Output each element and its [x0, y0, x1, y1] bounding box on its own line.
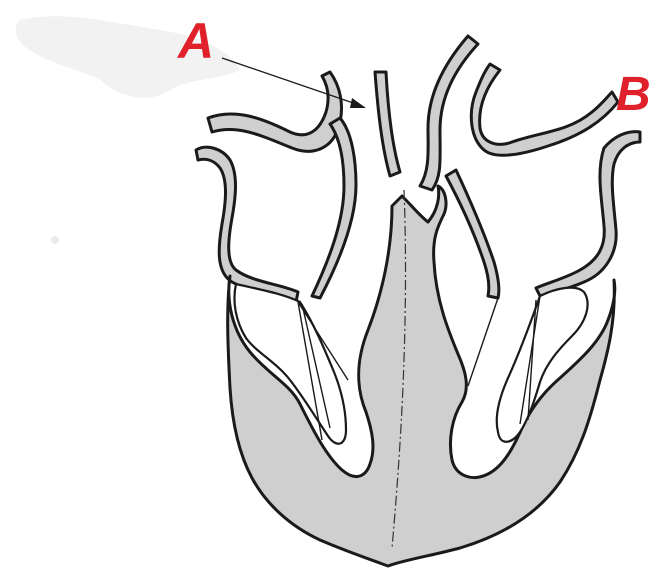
- chordae-right-1: [468, 298, 498, 386]
- pulmonary-trunk: [420, 36, 478, 190]
- pointer-arrow-head: [350, 98, 366, 108]
- label-a: A: [176, 13, 214, 69]
- pointer-arrow-line: [222, 58, 362, 106]
- background-dot: [51, 236, 59, 244]
- right-upper-vessel: [471, 64, 618, 155]
- right-inner-vessel: [446, 170, 499, 298]
- right-atrium-wall: [536, 132, 640, 296]
- left-atrium-wall: [196, 147, 298, 302]
- label-b: B: [616, 68, 650, 121]
- left-upper-vessel: [208, 72, 342, 151]
- aorta: [375, 72, 400, 176]
